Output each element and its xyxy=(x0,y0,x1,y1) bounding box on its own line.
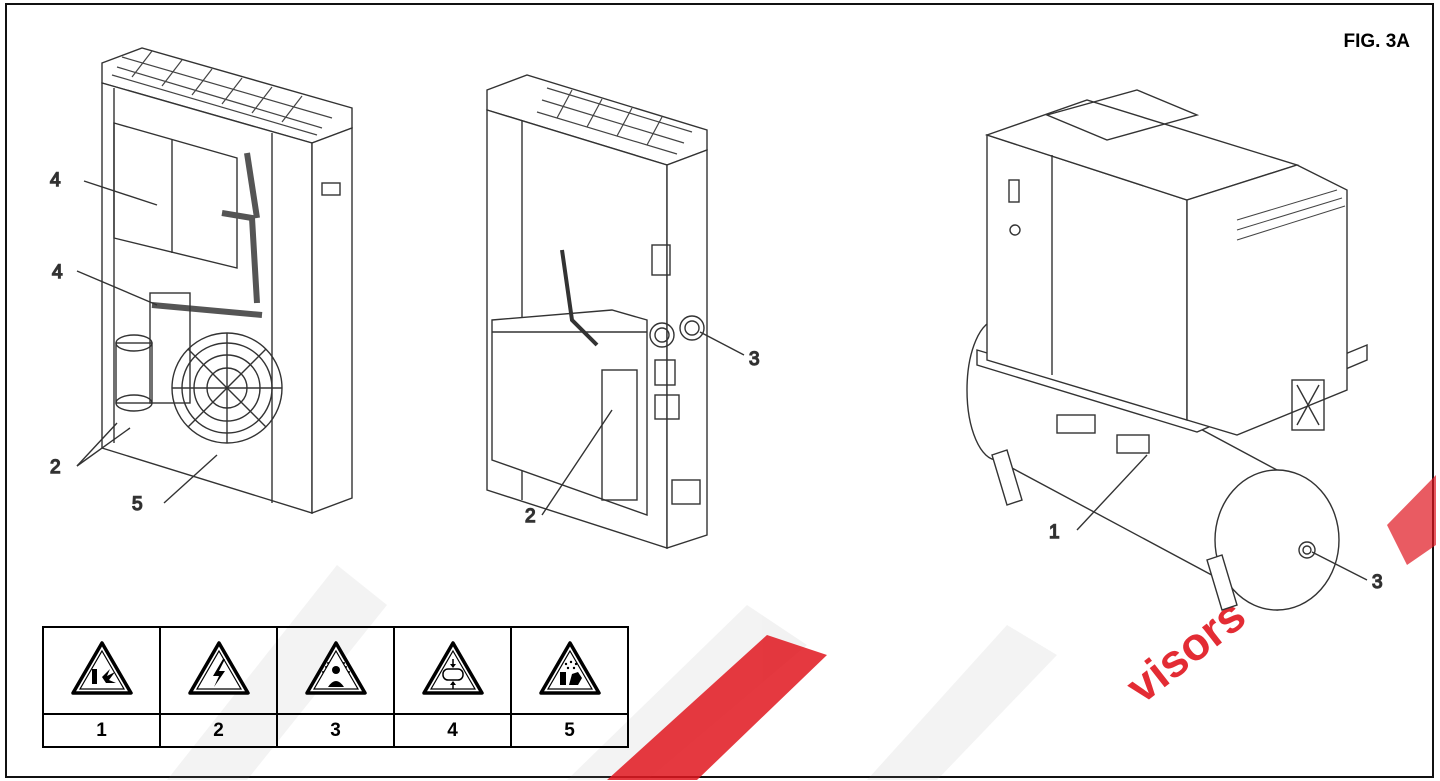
pressure-vessel-hazard-icon xyxy=(421,641,484,695)
callout-right-1: 1 xyxy=(1049,522,1060,543)
callout-middle-2: 2 xyxy=(525,506,536,527)
hazard-number-4: 4 xyxy=(393,713,512,748)
hazard-legend-table: 1 2 3 4 5 xyxy=(42,626,629,748)
callout-left-3: 2 xyxy=(50,457,61,478)
hazard-cell-4 xyxy=(393,626,512,715)
pressurized-discharge-hazard-icon xyxy=(304,641,367,695)
refrigerant-burn-hazard-icon xyxy=(538,641,601,695)
figure-label: FIG. 3A xyxy=(1343,31,1410,52)
callout-left-1: 4 xyxy=(50,170,61,191)
hazard-cell-5 xyxy=(510,626,629,715)
hazard-icons-row xyxy=(42,626,629,715)
hazard-number-1: 1 xyxy=(42,713,161,748)
compressor-tank-view: 1 3 xyxy=(937,60,1407,620)
callout-middle-1: 3 xyxy=(749,349,760,370)
explosion-hazard-icon xyxy=(70,641,133,695)
callout-left-4: 5 xyxy=(132,494,143,515)
electric-shock-hazard-icon xyxy=(187,641,250,695)
hazard-number-3: 3 xyxy=(276,713,395,748)
hazard-number-5: 5 xyxy=(510,713,629,748)
figure-frame: visors FIG. 3A xyxy=(5,3,1436,780)
hazard-number-2: 2 xyxy=(159,713,278,748)
callout-left-2: 4 xyxy=(52,262,63,283)
callout-right-2: 3 xyxy=(1372,572,1383,593)
dryer-rear-open-view: 4 4 2 5 xyxy=(22,43,362,523)
hazard-cell-1 xyxy=(42,626,161,715)
hazard-cell-3 xyxy=(276,626,395,715)
hazard-numbers-row: 1 2 3 4 5 xyxy=(42,713,629,748)
hazard-cell-2 xyxy=(159,626,278,715)
dryer-rear-view: 3 2 xyxy=(462,70,792,560)
